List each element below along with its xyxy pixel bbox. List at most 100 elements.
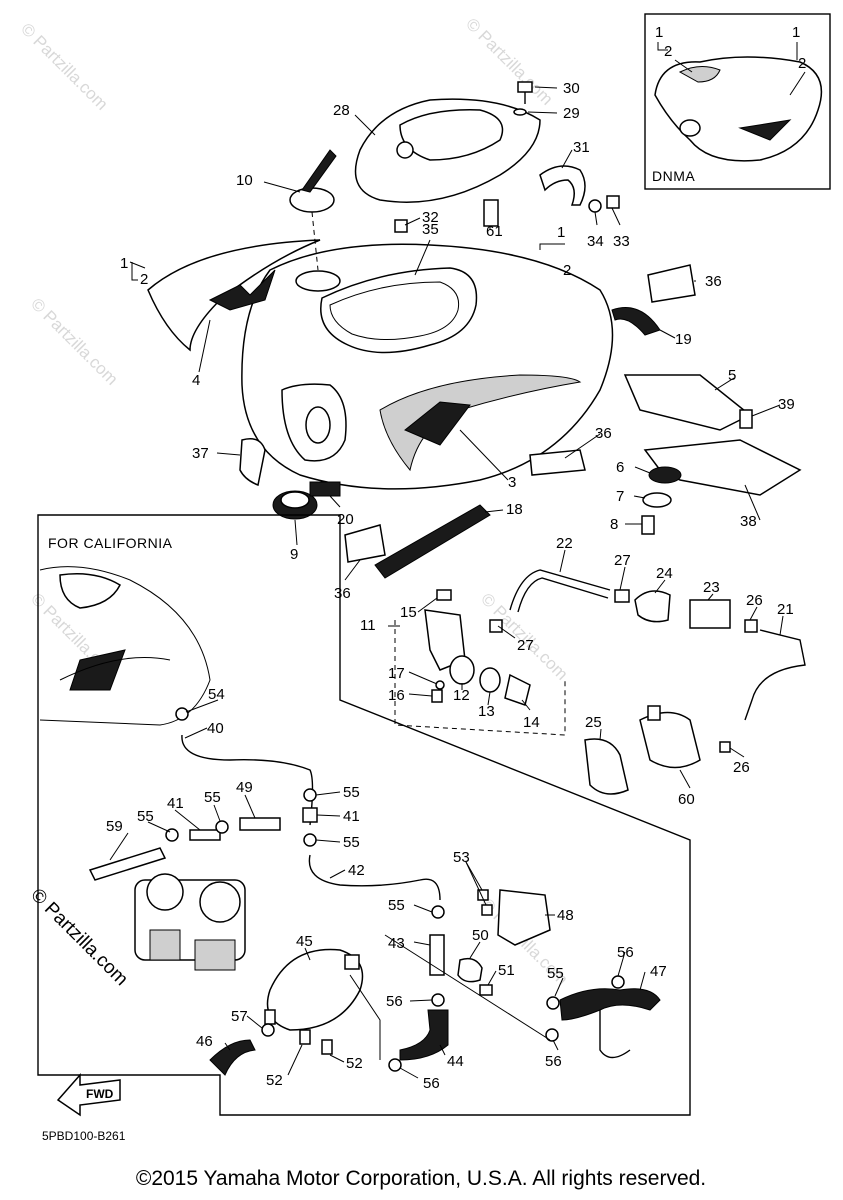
clamp-57	[261, 1023, 275, 1037]
clamp-54	[175, 707, 189, 721]
hose-47	[559, 988, 661, 1021]
callout-31: 31	[573, 139, 590, 156]
callout-61: 61	[486, 223, 503, 240]
callout-34: 34	[587, 233, 604, 250]
callout-41-b: 41	[167, 795, 184, 812]
partzilla-watermark: © Partzilla.com	[26, 885, 131, 990]
callout-16: 16	[388, 687, 405, 704]
screw-16	[431, 689, 443, 703]
callout-45: 45	[296, 933, 313, 950]
tank-top-cover	[354, 98, 541, 203]
callout-19: 19	[675, 331, 692, 348]
bolt-52-a	[299, 1029, 311, 1045]
fuel-filler-opening	[295, 270, 341, 292]
callout-40: 40	[207, 720, 224, 737]
california-section: FOR CALIFORNIA	[37, 514, 691, 1117]
callout-38: 38	[740, 513, 757, 530]
callout-5: 5	[728, 367, 736, 384]
callout-50: 50	[472, 927, 489, 944]
callout-57: 57	[231, 1008, 248, 1025]
callout-27-upper: 27	[614, 552, 631, 569]
tank-side-panel	[379, 374, 582, 472]
callout-23: 23	[703, 579, 720, 596]
california-emblem	[69, 649, 126, 691]
bolt-39	[739, 409, 753, 429]
callout-48: 48	[557, 907, 574, 924]
callout-43: 43	[388, 935, 405, 952]
callout-2-left: 2	[140, 271, 148, 288]
fuel-filter-23	[689, 599, 731, 629]
hose-40	[181, 734, 314, 826]
washer-29	[513, 108, 527, 116]
hose-44	[399, 1009, 449, 1061]
leader-lines	[109, 86, 784, 1079]
dnma-callout-2: 2	[664, 43, 672, 60]
small-hardware-upper	[394, 81, 620, 233]
callout-26-lower: 26	[733, 759, 750, 776]
callout-49: 49	[236, 779, 253, 796]
watermark-faint: © Partzilla.com	[17, 19, 111, 113]
callout-28: 28	[333, 102, 350, 119]
callout-36-lower: 36	[334, 585, 351, 602]
plate-14	[504, 673, 531, 706]
callout-52-a: 52	[266, 1072, 283, 1089]
clamp-55-b	[303, 833, 317, 847]
clamp-27-lower	[489, 619, 503, 633]
clamp-26	[744, 619, 758, 633]
cover-5	[623, 374, 752, 431]
callout-42: 42	[348, 862, 365, 879]
screw-51	[479, 984, 493, 996]
fuel-filter-cap-24	[634, 590, 671, 623]
fwd-label: FWD	[86, 1087, 114, 1101]
callout-41-a: 41	[343, 808, 360, 825]
dnma-inset-frame	[644, 13, 831, 190]
dnma-tank-shape	[654, 56, 823, 162]
bracket-50	[457, 957, 483, 983]
carburetor-assembly	[134, 873, 246, 971]
callout-29: 29	[563, 105, 580, 122]
damper-20	[309, 481, 341, 497]
clamp-27-upper	[614, 589, 630, 603]
fuel-cap	[289, 149, 337, 271]
callout-4: 4	[192, 372, 200, 389]
callout-53: 53	[453, 849, 470, 866]
nut-32	[394, 219, 408, 233]
callout-2-main: 2	[563, 262, 571, 279]
tape-19	[611, 307, 661, 336]
bolt-8	[641, 515, 655, 535]
bracket-31	[539, 165, 586, 206]
callout-24: 24	[656, 565, 673, 582]
damper-18	[374, 504, 491, 579]
damper-36-mid	[529, 449, 586, 476]
callout-12: 12	[453, 687, 470, 704]
callout-36-upper: 36	[705, 273, 722, 290]
callout-55-d: 55	[137, 808, 154, 825]
clamp-56-a	[431, 993, 445, 1007]
bolt-33	[606, 195, 620, 209]
callout-39: 39	[778, 396, 795, 413]
callout-35: 35	[422, 221, 439, 238]
callout-56-d: 56	[423, 1075, 440, 1092]
watermark-faint: © Partzilla.com	[462, 14, 556, 108]
hose-46	[209, 1039, 256, 1076]
screw-53-a	[477, 889, 489, 901]
california-label: FOR CALIFORNIA	[48, 535, 173, 551]
joint-41-b	[189, 829, 221, 841]
damper-36-upper	[647, 264, 696, 303]
bolt-52-b	[321, 1039, 333, 1055]
clamp-56-b	[388, 1058, 402, 1072]
joint-41-a	[302, 807, 318, 823]
callout-22: 22	[556, 535, 573, 552]
dnma-label: DNMA	[652, 168, 695, 184]
dnma-emblem	[738, 119, 792, 141]
fuel-line-group	[489, 569, 806, 795]
callout-7: 7	[616, 488, 624, 505]
callout-11: 11	[360, 617, 376, 634]
callout-1-left: 1	[120, 255, 128, 272]
bolt-30	[517, 81, 533, 93]
washer-34	[588, 199, 602, 213]
hose-21	[744, 629, 806, 721]
clamp-26-lower	[719, 741, 731, 753]
o-ring-13	[479, 667, 501, 693]
